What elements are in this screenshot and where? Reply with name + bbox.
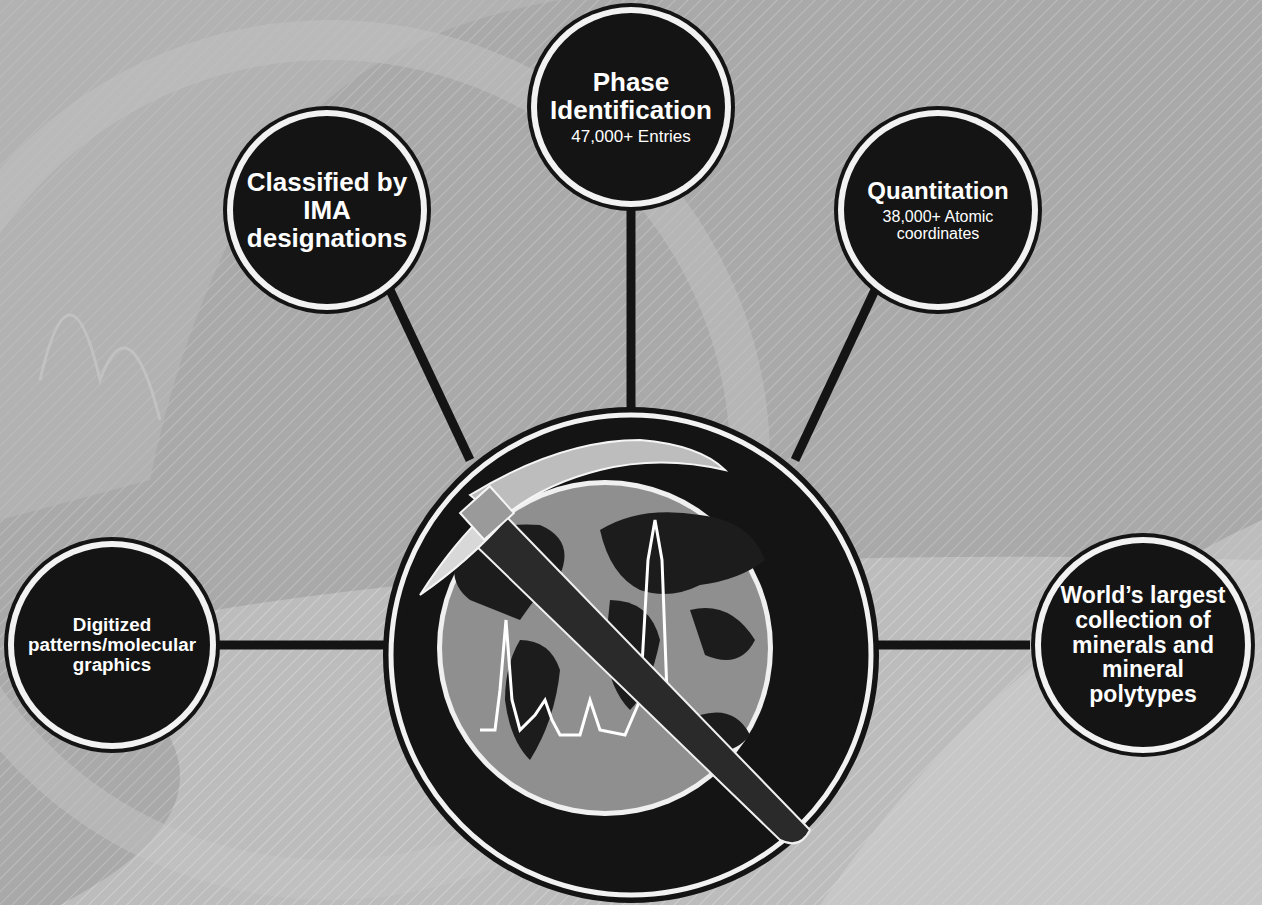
circle-ring	[233, 116, 421, 304]
circle-ring	[844, 116, 1032, 304]
spoke	[390, 290, 470, 460]
faint-peaks	[40, 315, 160, 420]
circle-ring	[8, 541, 216, 749]
circle-ring	[531, 7, 731, 207]
spoke	[215, 641, 390, 650]
circle-ring	[1035, 537, 1251, 753]
hub-outer	[383, 407, 879, 903]
circle-ring	[4, 537, 220, 753]
spoke	[627, 200, 636, 420]
feature-circle: World’s largest collection of minerals a…	[1031, 533, 1255, 757]
circle-text: Digitized patterns/molecular graphics	[4, 537, 220, 753]
feature-circle: Digitized patterns/molecular graphics	[4, 537, 220, 753]
feature-title: Phase Identification	[548, 68, 714, 124]
circle-text: Classified by IMA designations	[223, 106, 431, 314]
circle-ring	[1031, 533, 1255, 757]
feature-count: 47,000+ Entries	[571, 128, 691, 146]
circle-ring	[1041, 543, 1245, 747]
circle-ring	[838, 110, 1038, 310]
circle-ring	[223, 106, 431, 314]
feature-count: 38,000+ Atomic coordinates	[855, 208, 1021, 243]
feature-circle: Quantitation 38,000+ Atomic coordinates	[834, 106, 1042, 314]
pickaxe-head	[460, 486, 514, 540]
pickaxe	[420, 440, 810, 843]
spoke	[795, 290, 875, 460]
circle-ring	[834, 106, 1042, 314]
feature-title: World’s largest collection of minerals a…	[1053, 583, 1232, 707]
circle-ring	[227, 110, 427, 310]
circle-ring	[527, 3, 735, 211]
circle-ring	[14, 547, 210, 743]
hub-ring	[391, 415, 871, 895]
feature-circle: Phase Identification 47,000+ Entries	[527, 3, 735, 211]
pickaxe-handle	[470, 510, 810, 843]
circle-text: Phase Identification 47,000+ Entries	[527, 3, 735, 211]
swoosh-light	[820, 520, 1262, 905]
circle-text: World’s largest collection of minerals a…	[1031, 533, 1255, 757]
feature-title: Quantitation	[867, 178, 1008, 204]
circle-text: Quantitation 38,000+ Atomic coordinates	[834, 106, 1042, 314]
spoke	[872, 641, 1030, 650]
circle-ring	[537, 13, 725, 201]
hub-inner	[403, 427, 859, 883]
feature-title: Classified by IMA designations	[244, 168, 410, 252]
feature-title: Digitized patterns/molecular graphics	[26, 615, 199, 676]
feature-circle: Classified by IMA designations	[223, 106, 431, 314]
